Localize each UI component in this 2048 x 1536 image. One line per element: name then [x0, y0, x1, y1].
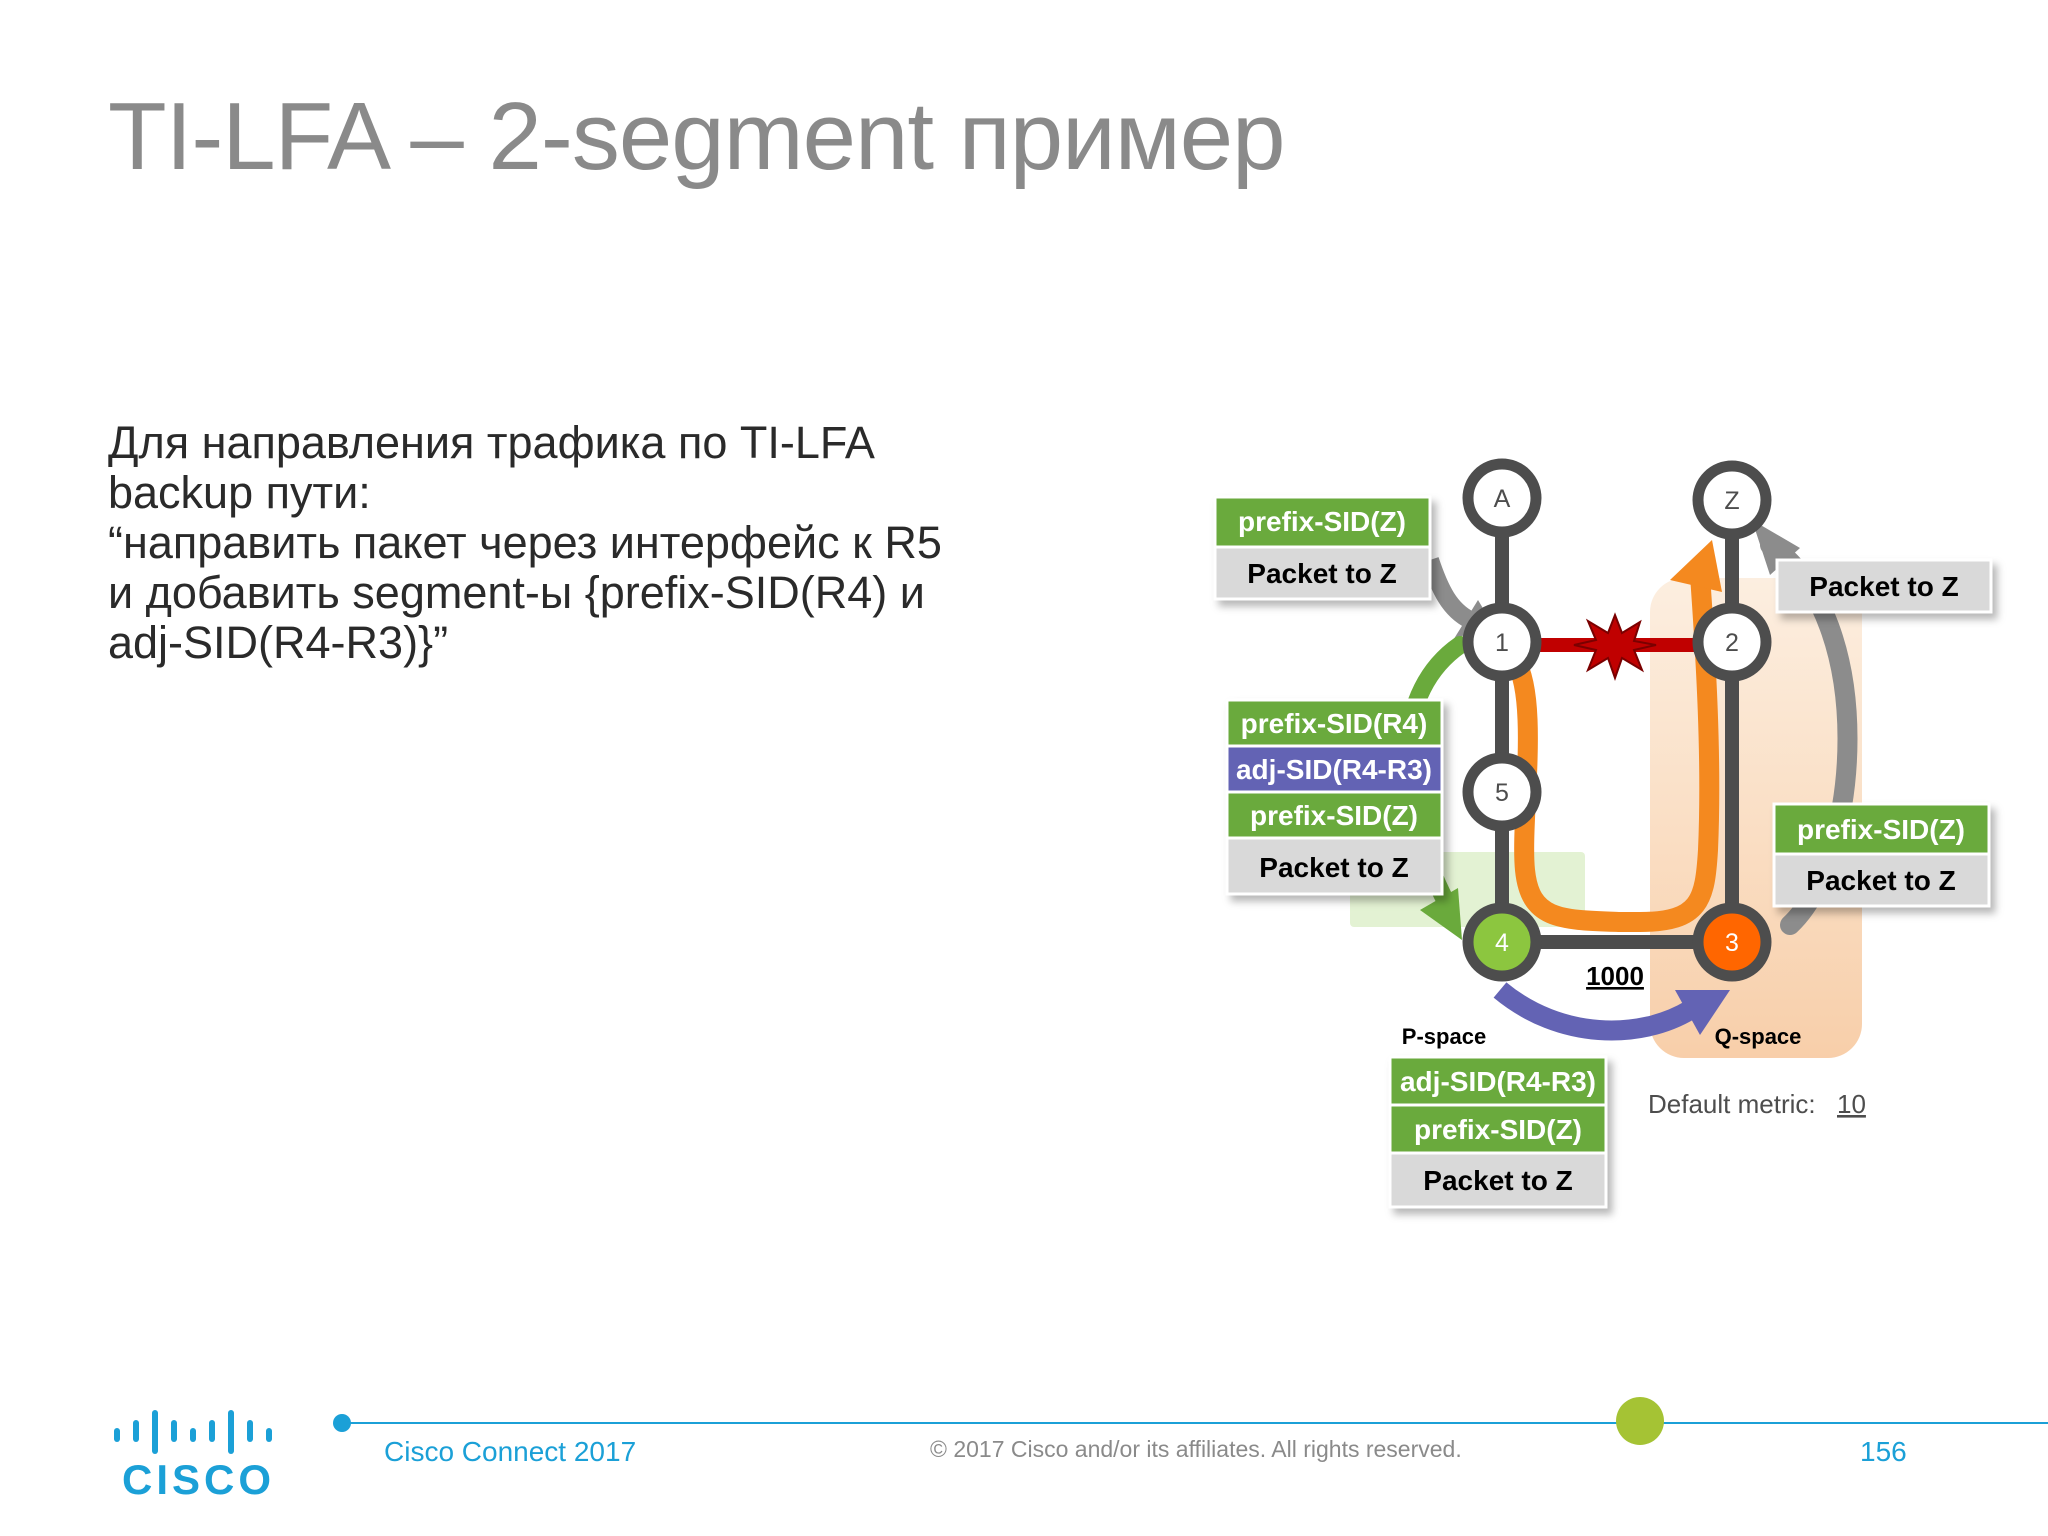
node-3: 3 — [1692, 902, 1772, 982]
body-line: backup пути: — [108, 467, 371, 518]
node-1-label: 1 — [1495, 629, 1509, 657]
packet-box — [1772, 852, 1991, 908]
prefix-sid-z-label: prefix-SID(Z) — [1238, 506, 1406, 537]
body-line: “направить пакет через интерфейс к R5 — [108, 517, 942, 568]
packet-label: Packet to Z — [1806, 865, 1955, 896]
packet-label: Packet to Z — [1259, 852, 1408, 883]
node-4-label: 4 — [1495, 929, 1509, 957]
prefix-sid-r4-label: prefix-SID(R4) — [1241, 708, 1428, 739]
default-metric-value: 10 — [1837, 1089, 1866, 1119]
node-z-label: Z — [1724, 487, 1739, 515]
adj-sid-label: adj-SID(R4-R3) — [1236, 754, 1432, 785]
footer-dot-right — [1616, 1397, 1664, 1445]
packet-box — [1775, 558, 1993, 614]
q-space-label: Q-space — [1715, 1024, 1802, 1049]
packet-label: Packet to Z — [1809, 571, 1958, 602]
node-2: 2 — [1692, 602, 1772, 682]
body-line: Для направления трафика по TI-LFA — [108, 417, 875, 468]
label-stack-node3 — [1772, 802, 1991, 908]
p-space-label: P-space — [1402, 1024, 1486, 1049]
node-4: 4 — [1462, 902, 1542, 982]
default-metric-label: Default metric: — [1648, 1089, 1816, 1119]
packet-box — [1213, 545, 1432, 601]
gray-entry-arrow — [1421, 557, 1475, 629]
gray-arrowhead — [1752, 520, 1800, 575]
failure-burst-icon — [1573, 612, 1657, 682]
footer-line — [340, 1422, 2048, 1424]
body-line: adj-SID(R4-R3)}” — [108, 617, 449, 668]
node-2-label: 2 — [1725, 629, 1739, 657]
node-3-label: 3 — [1725, 929, 1739, 957]
prefix-sid-z-box — [1388, 1103, 1608, 1155]
cisco-wordmark: CISCO — [122, 1456, 276, 1503]
packet-label: Packet to Z — [1423, 1165, 1572, 1196]
body-text: Для направления трафика по TI-LFA backup… — [108, 418, 988, 668]
prefix-sid-r4-box — [1225, 698, 1444, 748]
page-number: 156 — [1860, 1436, 1907, 1467]
label-stack-node4 — [1388, 1055, 1608, 1209]
label-stack-a — [1213, 495, 1432, 601]
footer-copyright: © 2017 Cisco and/or its affiliates. All … — [930, 1436, 1462, 1462]
footer-dot-left — [333, 1414, 351, 1432]
node-a: A — [1462, 458, 1542, 538]
node-5: 5 — [1462, 752, 1542, 832]
prefix-sid-z-box — [1213, 495, 1432, 549]
purple-adj-arrow — [1493, 982, 1696, 1041]
body-line: и добавить segment-ы {prefix-SID(R4) и — [108, 567, 925, 618]
packet-label: Packet to Z — [1247, 558, 1396, 589]
node-z: Z — [1692, 460, 1772, 540]
metric-1000-label: 1000 — [1586, 961, 1644, 991]
adj-sid-box — [1388, 1055, 1608, 1107]
prefix-sid-z-label: prefix-SID(Z) — [1250, 800, 1418, 831]
green-arrowhead — [1420, 888, 1462, 940]
orange-arrowhead — [1670, 540, 1722, 592]
node-5-label: 5 — [1495, 779, 1509, 807]
label-stack-z — [1775, 558, 1993, 614]
prefix-sid-z-label: prefix-SID(Z) — [1414, 1114, 1582, 1145]
packet-box — [1225, 836, 1444, 896]
slide-title: TI-LFA – 2-segment пример — [108, 83, 1285, 190]
purple-arrowhead — [1675, 990, 1730, 1035]
node-a-label: A — [1494, 485, 1511, 513]
prefix-sid-z-label: prefix-SID(Z) — [1797, 814, 1965, 845]
adj-sid-label: adj-SID(R4-R3) — [1400, 1066, 1596, 1097]
footer-event: Cisco Connect 2017 — [384, 1436, 637, 1467]
label-stack-node1 — [1225, 698, 1444, 896]
cisco-bars-icon — [114, 1410, 272, 1454]
node-1: 1 — [1462, 602, 1542, 682]
prefix-sid-z-box — [1772, 802, 1991, 856]
adj-sid-box — [1225, 744, 1444, 794]
cisco-logo: CISCO — [108, 1410, 278, 1503]
packet-box — [1388, 1151, 1608, 1209]
